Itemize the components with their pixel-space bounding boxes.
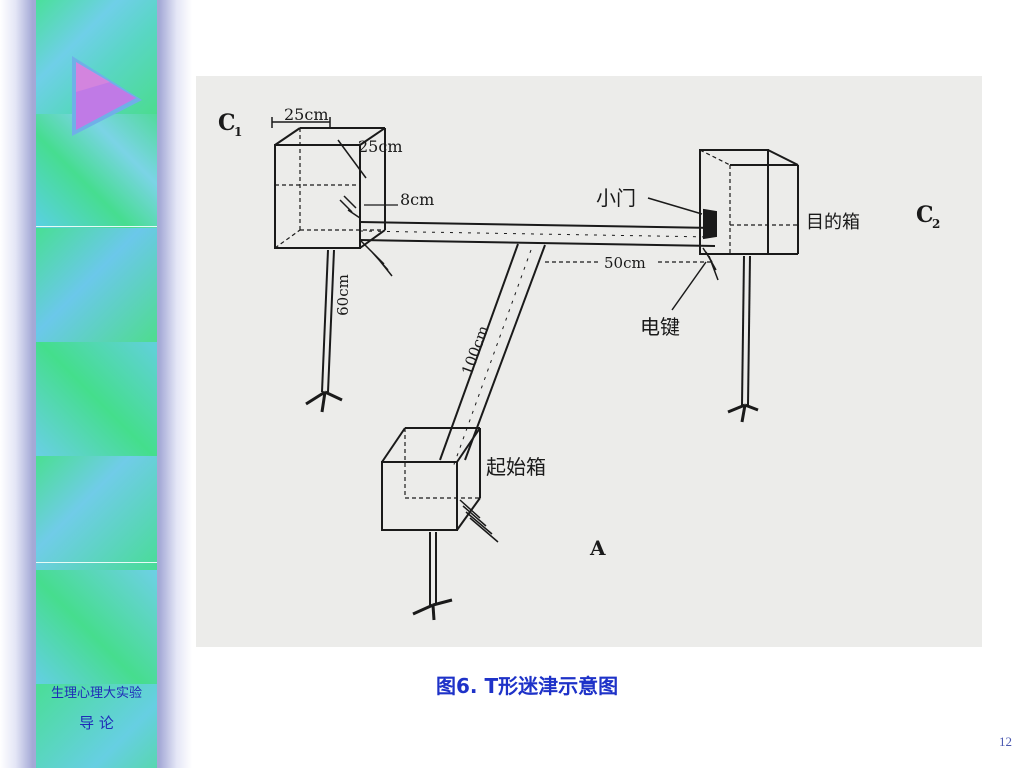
- sidebar: 生理心理大实验 导 论: [0, 0, 192, 768]
- section-title: 导 论: [79, 714, 114, 732]
- label-a: A: [589, 536, 606, 560]
- maze-diagram-figure: C 1 C 2 A 25cm 25cm 8cm 60cm 100cm 50cm …: [196, 76, 982, 647]
- figure-caption: 图6. T形迷津示意图: [436, 674, 619, 698]
- label-c2-sub: 2: [932, 217, 940, 231]
- label-100cm: 100cm: [458, 323, 492, 377]
- label-electric-key: 电键: [640, 315, 680, 339]
- label-60cm: 60cm: [334, 274, 352, 316]
- label-c1-sub: 1: [234, 125, 242, 139]
- sidebar-divider: [36, 562, 157, 563]
- start-box: [381, 427, 481, 531]
- label-c1: C: [218, 110, 236, 136]
- label-small-door: 小门: [596, 186, 636, 210]
- label-goal-box: 目的箱: [806, 212, 860, 233]
- sidebar-divider: [36, 226, 157, 227]
- label-8cm: 8cm: [400, 190, 434, 209]
- label-50cm: 50cm: [604, 254, 646, 272]
- course-title: 生理心理大实验: [50, 686, 142, 701]
- box-c2: [699, 149, 799, 255]
- triangle-logo-icon: [72, 56, 142, 136]
- t-maze-diagram: C 1 C 2 A 25cm 25cm 8cm 60cm 100cm 50cm …: [218, 105, 940, 621]
- label-depth-25cm: 25cm: [358, 137, 403, 156]
- label-width-25cm: 25cm: [284, 105, 329, 124]
- label-start-box: 起始箱: [486, 455, 546, 479]
- page-number: 12: [999, 734, 1012, 749]
- box-c1: [274, 127, 386, 249]
- label-c2: C: [916, 202, 934, 228]
- sidebar-pattern-strip: [36, 0, 157, 768]
